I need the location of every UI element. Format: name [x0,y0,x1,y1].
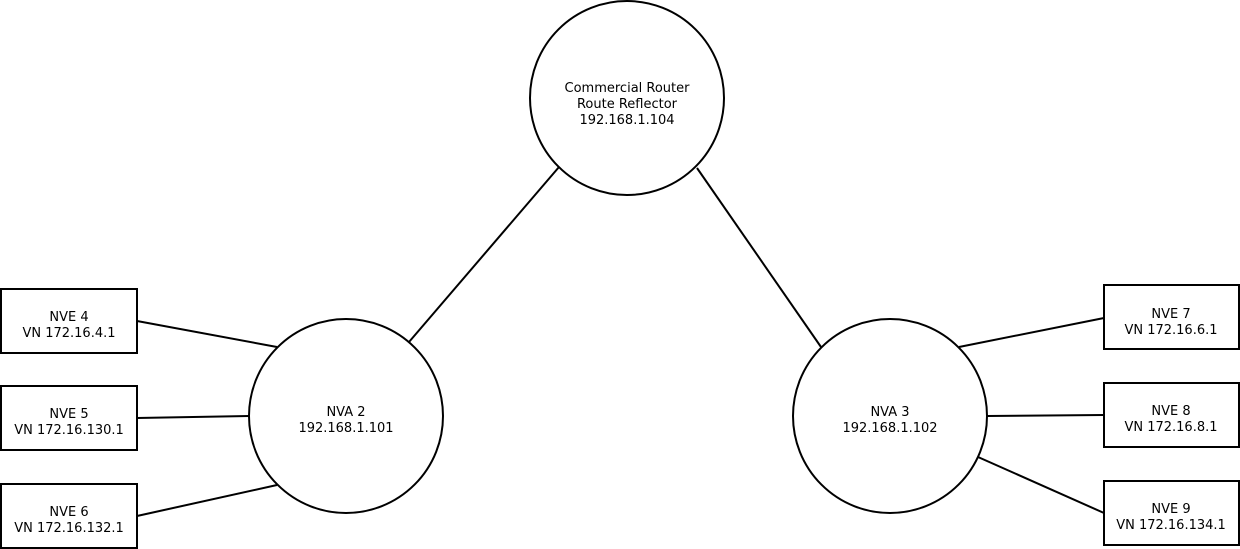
nva2-ip: 192.168.1.101 [298,421,393,436]
nva2-circle [248,318,444,514]
nve7-vn: VN 172.16.6.1 [1124,323,1217,338]
link-nva2-nve6 [136,484,278,517]
nva3-ip: 192.168.1.102 [842,421,937,436]
nve6-vn: VN 172.16.132.1 [14,521,124,536]
nva3-node[interactable]: NVA 3 192.168.1.102 [792,318,988,514]
link-nva2-nve5 [136,415,250,419]
nve5-box [0,385,138,451]
nve7-box [1103,284,1240,350]
nva2-node[interactable]: NVA 2 192.168.1.101 [248,318,444,514]
route-reflector-ip: 192.168.1.104 [579,113,674,128]
route-reflector-label-2: Route Reflector [577,97,678,112]
link-nva3-nve9 [977,456,1105,514]
nve4-box [0,288,138,354]
nve4-label: NVE 4 [49,310,88,325]
nve9-box [1103,480,1240,546]
nve7-node[interactable]: NVE 7 VN 172.16.6.1 [1103,284,1240,350]
route-reflector-label-1: Commercial Router [565,81,691,96]
nve8-vn: VN 172.16.8.1 [1124,420,1217,435]
nva3-circle [792,318,988,514]
link-nva3-nve8 [986,414,1105,417]
nve8-box [1103,382,1240,448]
nva3-label: NVA 3 [870,405,909,420]
link-nva3-nve7 [958,317,1105,348]
link-router-nva3 [696,167,822,348]
route-reflector-circle [529,0,725,196]
route-reflector-node[interactable]: Commercial Router Route Reflector 192.16… [529,0,725,196]
nve8-node[interactable]: NVE 8 VN 172.16.8.1 [1103,382,1240,448]
nve6-node[interactable]: NVE 6 VN 172.16.132.1 [0,483,138,549]
nve6-label: NVE 6 [49,505,88,520]
nve6-box [0,483,138,549]
nve5-label: NVE 5 [49,407,88,422]
link-nva2-nve4 [136,320,278,348]
nve9-label: NVE 9 [1151,502,1190,517]
nve4-node[interactable]: NVE 4 VN 172.16.4.1 [0,288,138,354]
nve5-vn: VN 172.16.130.1 [14,423,124,438]
nve7-label: NVE 7 [1151,307,1190,322]
nve9-node[interactable]: NVE 9 VN 172.16.134.1 [1103,480,1240,546]
nve5-node[interactable]: NVE 5 VN 172.16.130.1 [0,385,138,451]
nve8-label: NVE 8 [1151,404,1190,419]
link-router-nva2 [408,166,560,343]
nve9-vn: VN 172.16.134.1 [1116,518,1226,533]
nva2-label: NVA 2 [326,405,365,420]
nve4-vn: VN 172.16.4.1 [22,326,115,341]
